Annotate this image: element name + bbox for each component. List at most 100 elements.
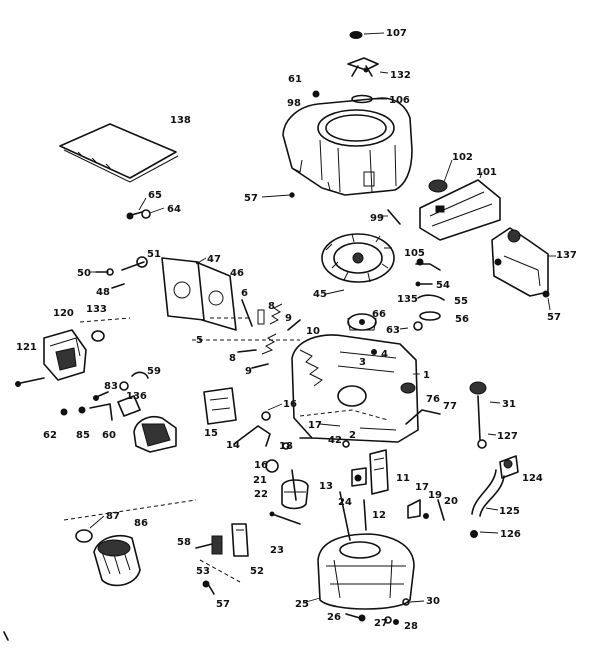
part-callout-106: 106 — [389, 95, 410, 106]
part-blower-housing — [282, 97, 413, 196]
part-carburetor — [93, 371, 177, 453]
part-callout-55: 55 — [454, 296, 468, 307]
part-callout-101: 101 — [476, 167, 497, 178]
part-callout-121: 121 — [16, 342, 37, 353]
part-callout-9: 9 — [245, 366, 252, 377]
part-camshaft — [265, 459, 309, 510]
part-callout-83: 83 — [104, 381, 118, 392]
part-callout-105: 105 — [404, 248, 425, 259]
part-callout-14: 14 — [226, 440, 240, 451]
part-air-cleaner — [43, 329, 87, 381]
part-strip — [59, 123, 179, 183]
part-carb-gasket — [161, 257, 237, 331]
part-callout-19: 19 — [428, 490, 442, 501]
part-callout-17: 17 — [308, 420, 322, 431]
part-breather — [203, 387, 283, 447]
part-callout-23: 23 — [270, 545, 284, 556]
part-callout-4: 4 — [381, 349, 388, 360]
part-callout-15: 15 — [204, 428, 218, 439]
part-callout-124: 124 — [522, 473, 543, 484]
part-callout-24: 24 — [338, 497, 352, 508]
part-callout-57: 57 — [244, 193, 258, 204]
part-callout-45: 45 — [313, 289, 327, 300]
part-callout-5: 5 — [196, 335, 203, 346]
part-callout-28: 28 — [404, 621, 418, 632]
part-callout-20: 20 — [444, 496, 458, 507]
part-callout-48: 48 — [96, 287, 110, 298]
part-callout-17: 17 — [415, 482, 429, 493]
part-callout-12: 12 — [372, 510, 386, 521]
part-oil-filter — [75, 515, 141, 587]
part-callout-8: 8 — [268, 301, 275, 312]
part-flywheel — [321, 233, 395, 283]
part-callout-22: 22 — [254, 489, 268, 500]
part-callout-53: 53 — [196, 566, 210, 577]
part-callout-137: 137 — [556, 250, 577, 261]
part-control-bracket — [491, 227, 556, 311]
part-callout-16: 16 — [283, 399, 297, 410]
part-callout-63: 63 — [386, 325, 400, 336]
part-callout-2: 2 — [349, 430, 356, 441]
part-callout-46: 46 — [230, 268, 244, 279]
part-callout-3: 3 — [359, 357, 366, 368]
part-cylinder-block — [291, 334, 419, 443]
part-callout-65: 65 — [148, 190, 162, 201]
part-callout-62: 62 — [43, 430, 57, 441]
part-callout-47: 47 — [207, 254, 221, 265]
part-callout-132: 132 — [390, 70, 411, 81]
part-callout-60: 60 — [102, 430, 116, 441]
part-callout-86: 86 — [134, 518, 148, 529]
part-oil-sump — [317, 533, 415, 610]
part-starter-cup — [347, 313, 377, 331]
part-callout-136: 136 — [126, 391, 147, 402]
part-callout-133: 133 — [86, 304, 107, 315]
part-callout-26: 26 — [327, 612, 341, 623]
part-callout-54: 54 — [436, 280, 450, 291]
part-callout-138: 138 — [170, 115, 191, 126]
part-callout-1: 1 — [423, 370, 430, 381]
part-callout-87: 87 — [106, 511, 120, 522]
part-callout-127: 127 — [497, 431, 518, 442]
part-callout-57: 57 — [216, 599, 230, 610]
part-callout-77: 77 — [443, 401, 457, 412]
part-callout-30: 30 — [426, 596, 440, 607]
part-callout-18: 18 — [279, 441, 293, 452]
part-callout-13: 13 — [319, 481, 333, 492]
part-callout-10: 10 — [306, 326, 320, 337]
part-callout-59: 59 — [147, 366, 161, 377]
part-dipstick-tube — [469, 381, 519, 538]
part-callout-102: 102 — [452, 152, 473, 163]
part-crankshaft — [339, 449, 389, 541]
part-callout-76: 76 — [426, 394, 440, 405]
part-muffler — [419, 159, 501, 241]
part-callout-99: 99 — [370, 213, 384, 224]
part-callout-25: 25 — [295, 599, 309, 610]
part-callout-85: 85 — [76, 430, 90, 441]
part-callout-21: 21 — [253, 475, 267, 486]
part-callout-50: 50 — [77, 268, 91, 279]
part-callout-98: 98 — [287, 98, 301, 109]
part-callout-51: 51 — [147, 249, 161, 260]
part-callout-52: 52 — [250, 566, 264, 577]
part-callout-57: 57 — [547, 312, 561, 323]
part-callout-42: 42 — [328, 435, 342, 446]
part-callout-64: 64 — [167, 204, 181, 215]
part-callout-126: 126 — [500, 529, 521, 540]
part-callout-16: 16 — [254, 460, 268, 471]
part-clip — [347, 57, 389, 77]
part-callout-125: 125 — [499, 506, 520, 517]
part-callout-6: 6 — [241, 288, 248, 299]
part-callout-58: 58 — [177, 537, 191, 548]
part-callout-107: 107 — [386, 28, 407, 39]
part-callout-61: 61 — [288, 74, 302, 85]
part-callout-9: 9 — [285, 313, 292, 324]
part-callout-120: 120 — [53, 308, 74, 319]
part-callout-8: 8 — [229, 353, 236, 364]
part-callout-31: 31 — [502, 399, 516, 410]
part-cap — [349, 31, 363, 39]
part-callout-135: 135 — [397, 294, 418, 305]
part-callout-66: 66 — [372, 309, 386, 320]
part-callout-11: 11 — [396, 473, 410, 484]
